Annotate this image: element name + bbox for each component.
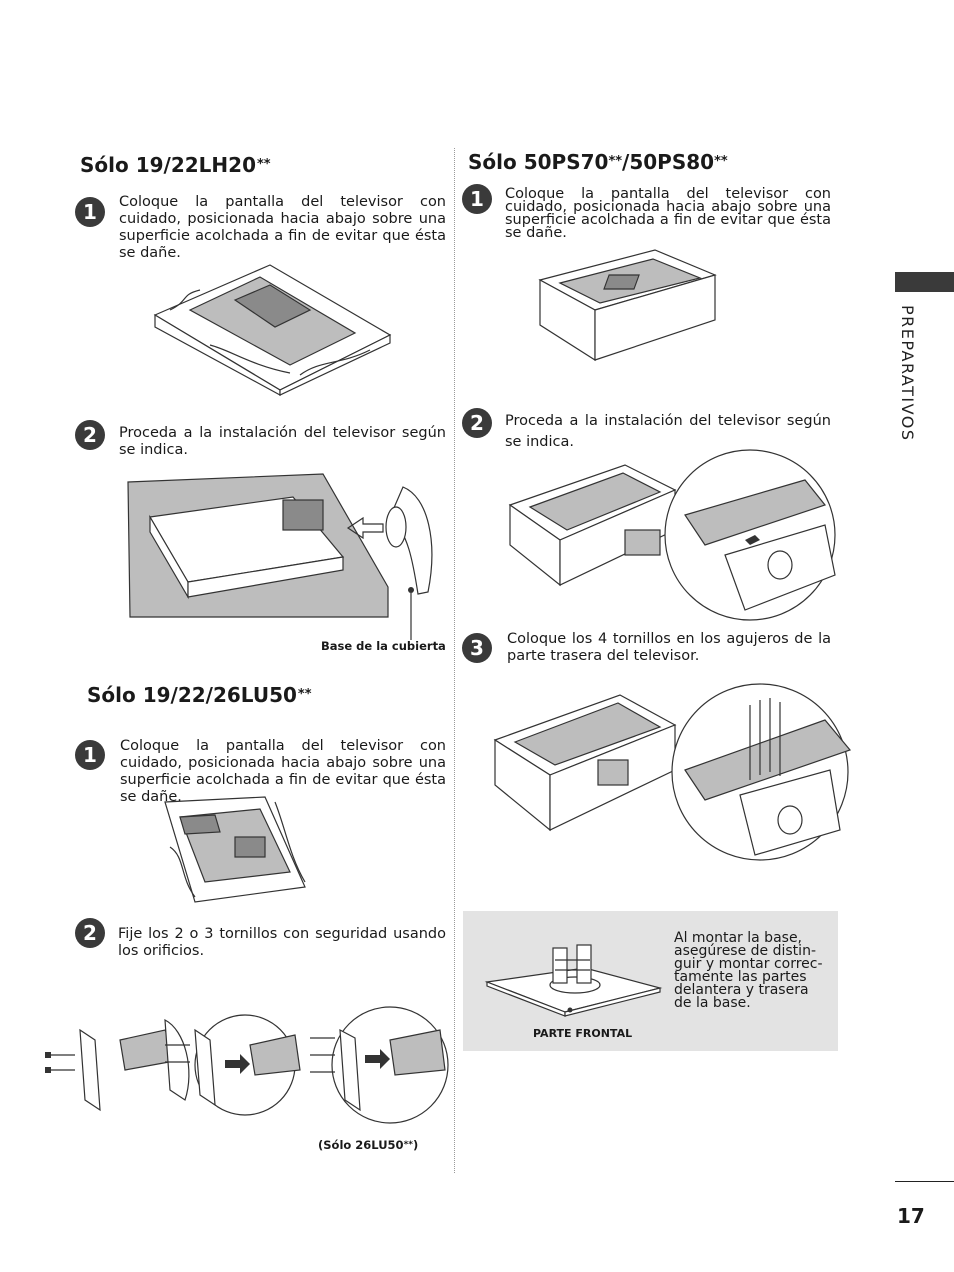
heading-text-b: /50PS80 — [622, 150, 715, 174]
section-tab-marker — [895, 272, 954, 292]
step-2-text: Proceda a la instalación del televisor s… — [505, 413, 831, 450]
section-heading-19-22-26lu50: Sólo 19/22/26LU50** — [87, 683, 312, 707]
step-1-badge: 1 — [75, 740, 105, 770]
section-heading-50ps70-50ps80: Sólo 50PS70**/50PS80** — [468, 150, 728, 174]
step-2-text: Proceda a la instalación del televisor s… — [119, 425, 446, 458]
section-side-label: PREPARATIVOS — [898, 305, 917, 442]
front-part-caption: PARTE FRONTAL — [533, 1027, 633, 1040]
tv-on-cushion-illustration — [153, 264, 392, 397]
heading-stars: ** — [257, 157, 271, 172]
step-2-badge: 2 — [462, 408, 492, 438]
section-heading-19-22lh20: Sólo 19/22LH20** — [80, 153, 271, 177]
note-text: Al montar la base, asegúrese de distin-g… — [674, 930, 823, 1011]
step-2-badge: 2 — [75, 420, 105, 450]
cover-base-caption: Base de la cubierta — [321, 639, 446, 653]
caption-stars: ** — [403, 1140, 413, 1150]
screw-assembly-illustration — [45, 1006, 449, 1124]
step-3-badge: 3 — [462, 633, 492, 663]
heading-text-a: Sólo 50PS70 — [468, 150, 609, 174]
step-1-text: Coloque la pantalla del televisor con cu… — [120, 738, 446, 805]
column-divider — [454, 148, 455, 1173]
step-2-text: Fije los 2 o 3 tornillos con seguridad u… — [118, 926, 446, 959]
heading-text: Sólo 19/22LH20 — [80, 153, 256, 177]
lu50-only-caption: (Sólo 26LU50**) — [318, 1138, 418, 1152]
small-tv-on-cushion-illustration — [164, 796, 306, 903]
stand-cover-illustration — [127, 473, 433, 640]
plasma-stand-illustration — [508, 449, 836, 621]
step-3-text: Coloque los 4 tornillos en los agujeros … — [507, 631, 831, 664]
plasma-screws-illustration — [493, 683, 852, 861]
step-2-badge: 2 — [75, 918, 105, 948]
page-number: 17 — [897, 1204, 925, 1228]
heading-stars: ** — [297, 687, 312, 702]
step-1-text: Coloque la pantalla del televisor con cu… — [119, 194, 446, 261]
step-1-badge: 1 — [75, 197, 105, 227]
page-number-rule — [895, 1181, 954, 1182]
plasma-on-cushion-illustration — [538, 249, 717, 362]
stand-base-illustration — [484, 944, 663, 1017]
caption-close: ) — [412, 1138, 419, 1152]
step-1-badge: 1 — [462, 184, 492, 214]
heading-text: Sólo 19/22/26LU50 — [87, 683, 297, 707]
heading-stars-b: ** — [714, 154, 728, 169]
step-1-text: Coloque la pantalla del televisor con cu… — [505, 186, 831, 241]
heading-stars-a: ** — [608, 154, 623, 169]
caption-text: (Sólo 26LU50 — [318, 1138, 404, 1152]
